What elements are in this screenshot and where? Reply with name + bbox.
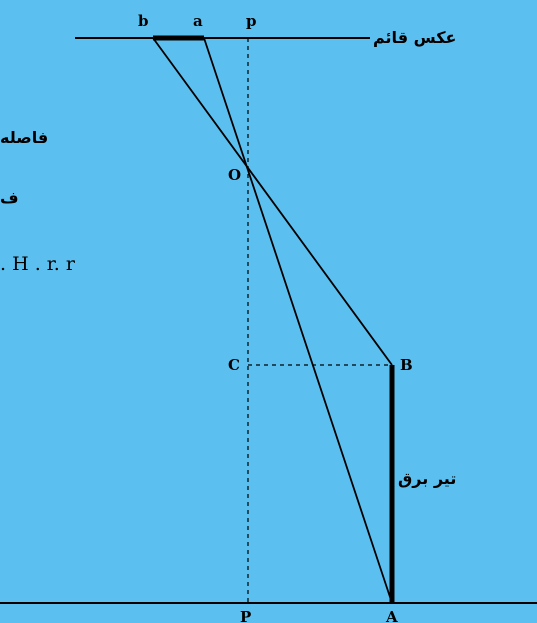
ray-b-to-B [152, 37, 393, 366]
label-A: A [385, 608, 398, 623]
f-text-partial: ف [0, 188, 19, 207]
label-p-top: p [246, 12, 257, 30]
label-B: B [400, 356, 413, 374]
label-P: P [240, 608, 251, 623]
distance-text-partial: فاصله [0, 128, 48, 147]
label-b: b [138, 12, 149, 30]
label-O: O [228, 166, 241, 184]
label-a: a [193, 12, 203, 30]
pole-label-text: تیر برق [398, 469, 456, 488]
ray-a-to-A [203, 37, 393, 604]
label-C: C [228, 356, 240, 374]
formula-text-partial: . H . r. r [0, 253, 76, 275]
photo-label-text: عکس قائم [373, 28, 456, 47]
